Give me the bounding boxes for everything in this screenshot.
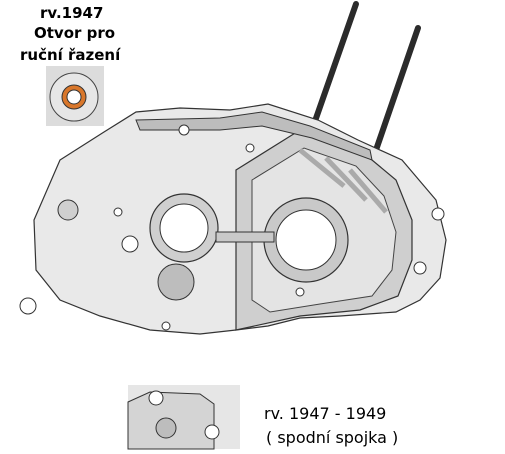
label-bottom-line2: ( spodní spojka )	[266, 428, 399, 447]
crankcase-body	[33, 103, 447, 335]
label-top-line3: ruční řazení	[20, 46, 121, 64]
lower-clutch-inset	[127, 385, 240, 450]
shift-hole-inset	[46, 66, 104, 126]
label-bottom-line1: rv. 1947 - 1949	[264, 404, 387, 423]
label-top-line1: rv.1947	[40, 4, 104, 22]
bearing-bores	[57, 193, 349, 301]
cylinder-studs	[311, 1, 421, 153]
label-top-line2: Otvor pro	[34, 24, 116, 42]
bolt-holes	[19, 124, 445, 331]
